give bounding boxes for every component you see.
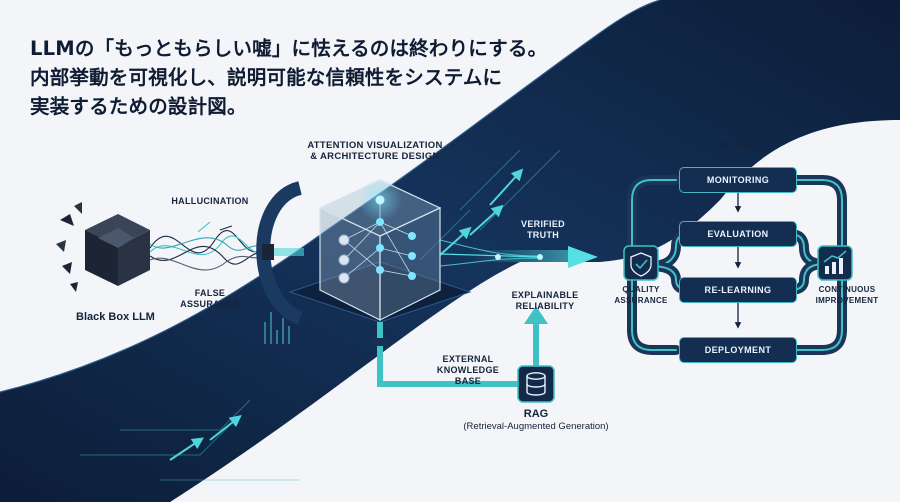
rag-title: RAG: [523, 408, 549, 420]
black-box-cube-icon: [56, 202, 150, 292]
verified-truth-line-2: TRUTH: [527, 230, 559, 240]
knowledge-line-1: EXTERNAL: [442, 354, 494, 364]
rag-subtitle: (Retrieval-Augmented Generation): [463, 421, 609, 432]
knowledge-line-3: BASE: [454, 376, 482, 386]
attention-title: ATTENTION VISUALIZATION & ARCHITECTURE D…: [290, 140, 460, 162]
monitoring-box: MONITORING: [679, 167, 797, 193]
external-knowledge-label: EXTERNAL KNOWLEDGE BASE: [428, 354, 508, 387]
bar-glyphs: [264, 312, 290, 344]
attention-title-line-1: ATTENTION VISUALIZATION: [307, 140, 443, 151]
teal-arrows: [169, 168, 524, 461]
continuous-improvement-label: CONTINUOUS IMPROVEMENT: [800, 284, 894, 306]
tangled-signal-lines: [149, 221, 263, 271]
headline-line-1: LLMの「もっともらしい嘘」に怯えるのは終わりにする。: [30, 37, 548, 60]
intake-arc: [256, 181, 304, 325]
black-box-llm-label: Black Box LLM: [76, 311, 155, 323]
rag-feedback-pipe: [372, 306, 548, 387]
verified-truth-label: VERIFIED TRUTH: [508, 219, 578, 241]
headline: LLMの「もっともらしい嘘」に怯えるのは終わりにする。 内部挙動を可視化し、説明…: [30, 34, 547, 121]
improvement-line-1: CONTINUOUS: [818, 285, 876, 294]
false-assurance-line-1: FALSE: [194, 288, 226, 298]
verified-truth-line-1: VERIFIED: [521, 219, 565, 229]
false-assurance-line-2: ASSURANCE: [180, 299, 240, 309]
false-assurance-label: FALSE ASSURANCE: [165, 288, 255, 310]
mlops-title: MLOps: [720, 140, 756, 151]
deployment-box: DEPLOYMENT: [679, 337, 797, 363]
database-icon: [517, 365, 555, 403]
quality-line-2: ASSURANCE: [614, 296, 668, 305]
improvement-line-2: IMPROVEMENT: [815, 296, 879, 305]
shield-check-icon: [623, 245, 659, 281]
knowledge-line-2: KNOWLEDGE: [436, 365, 500, 375]
explainable-reliability-label: EXPLAINABLE RELIABILITY: [500, 290, 590, 312]
verified-output-beam: [439, 239, 598, 268]
headline-line-2: 内部挙動を可視化し、説明可能な信頼性をシステムに: [30, 66, 503, 89]
quality-line-1: QUALITY: [622, 285, 660, 294]
explainable-line-1: EXPLAINABLE: [511, 290, 579, 300]
explainable-line-2: RELIABILITY: [515, 301, 575, 311]
neural-cube-icon: [318, 178, 442, 321]
headline-line-3: 実装するための設計図。: [30, 95, 247, 118]
mlops-pipes: [627, 175, 847, 355]
quality-assurance-label: QUALITY ASSURANCE: [602, 284, 680, 306]
attention-title-line-2: & ARCHITECTURE DESIGN: [310, 151, 440, 162]
evaluation-box: EVALUATION: [679, 221, 797, 247]
relearning-box: RE-LEARNING: [679, 277, 797, 303]
growth-chart-icon: [817, 245, 853, 281]
hallucination-label: HALLUCINATION: [171, 196, 249, 206]
